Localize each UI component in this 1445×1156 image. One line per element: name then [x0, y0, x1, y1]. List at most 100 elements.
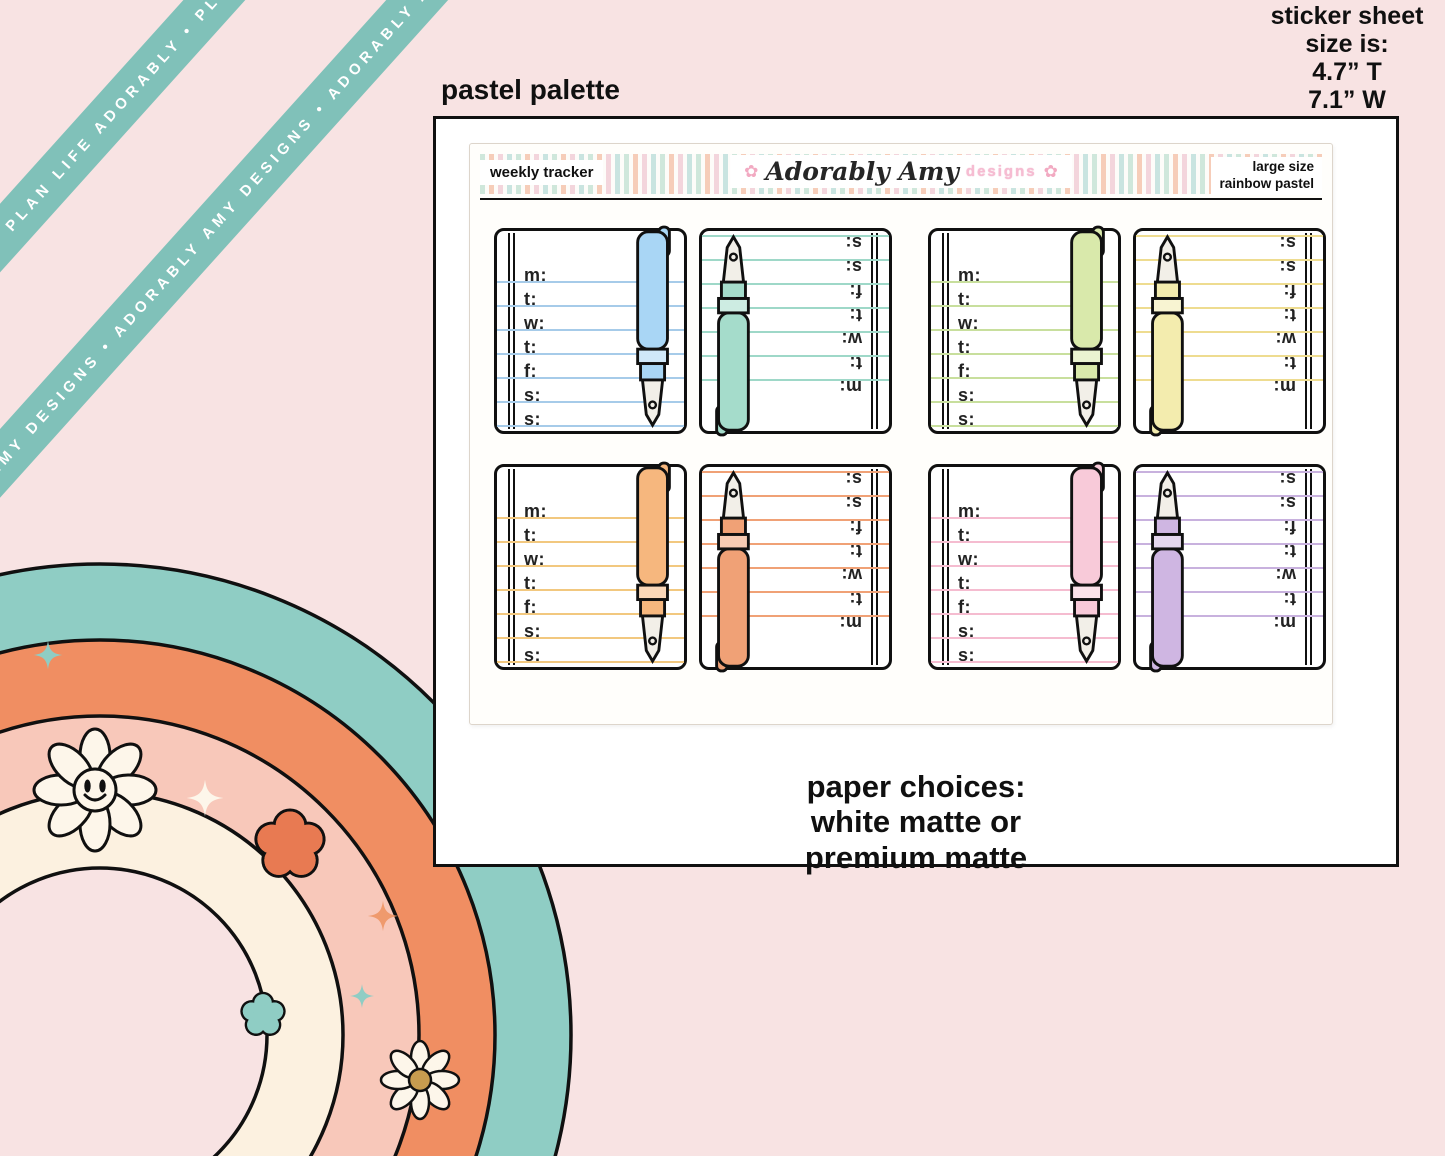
- flower-icon: ✿: [744, 161, 759, 181]
- size-note-line: 4.7” T: [1312, 58, 1382, 86]
- list-row: w:: [497, 307, 684, 333]
- ribbon-plan-life-adorably: PLAN LIFE ADORABLY • PLAN LIFE ADORABLY …: [0, 0, 372, 425]
- ribbon-adorably-amy-designs: ADORABLY AMY DESIGNS • ADORABLY AMY DESI…: [0, 0, 492, 517]
- list-row: m:: [931, 495, 1118, 521]
- flower-icon: ✿: [1043, 161, 1058, 181]
- notebook-sticker-yellow: m: t: w: t: f: s:: [1133, 228, 1326, 437]
- day-label: t:: [524, 572, 537, 593]
- day-label: w:: [524, 312, 545, 333]
- day-label: f:: [849, 517, 862, 538]
- list-row: f:: [497, 355, 684, 380]
- day-label: t:: [958, 572, 971, 593]
- day-label: f:: [958, 596, 971, 617]
- day-label: f:: [849, 281, 862, 302]
- list-row: t:: [931, 567, 1118, 593]
- size-note-line: 7.1” W: [1308, 86, 1386, 114]
- day-label: t:: [1283, 541, 1296, 562]
- day-label: w:: [841, 565, 862, 586]
- notebook-sticker-purple: m: t: w: t: f: s:: [1133, 464, 1326, 673]
- sheet-title: weekly tracker: [480, 160, 604, 185]
- day-label: t:: [958, 524, 971, 545]
- sticker-pair: m: t: w: t: f: s:: [928, 225, 1326, 437]
- notebook-sticker-mint: m: t: w: t: f: s:: [699, 228, 892, 437]
- fountain-pen-icon: [1149, 234, 1184, 437]
- notebook-sticker-pink: m: t: w: t: f: s:: [928, 461, 1121, 670]
- fountain-pen-icon: [715, 234, 750, 437]
- day-label: w:: [958, 548, 979, 569]
- smiley-daisy-flower-icon: [32, 727, 158, 853]
- day-label: t:: [849, 541, 862, 562]
- list-row: s:: [497, 639, 684, 664]
- day-label: t:: [524, 524, 537, 545]
- fountain-pen-icon: [1149, 470, 1184, 673]
- notebook-sticker-orange: m: t: w: t: f: s:: [699, 464, 892, 673]
- sticker-pair: m: t: w: t: f: s:: [494, 461, 892, 673]
- white-daisy-flower-icon: [379, 1039, 461, 1121]
- paper-choices-note: paper choices: white matte or premium ma…: [436, 769, 1396, 875]
- notebook-sticker-blue: m: t: w: t: f: s:: [494, 225, 687, 434]
- retro-rainbow-illustration: [0, 562, 573, 1156]
- day-label: w:: [524, 548, 545, 569]
- teal-flower-icon: [240, 991, 286, 1036]
- margin-line: [942, 469, 944, 665]
- list-row: m:: [497, 495, 684, 520]
- day-label: f:: [1283, 281, 1296, 302]
- margin-line: [947, 469, 949, 665]
- fountain-pen-icon: [1070, 461, 1105, 664]
- variant-line: rainbow pastel: [1219, 175, 1314, 191]
- list-row: t:: [497, 567, 684, 593]
- list-row: w:: [931, 307, 1118, 333]
- margin-line: [947, 233, 949, 429]
- day-label: s:: [524, 408, 542, 429]
- day-label: s:: [524, 384, 542, 405]
- day-label: s:: [844, 493, 862, 514]
- day-label: t:: [1283, 589, 1296, 610]
- sheet-header-stripes: weekly tracker ✿ Adorably Amy designs ✿ …: [480, 154, 1322, 195]
- size-note-line: size is:: [1305, 30, 1389, 58]
- fountain-pen-icon: [715, 470, 750, 673]
- list-row: w:: [931, 543, 1118, 569]
- list-row: f:: [497, 591, 684, 616]
- day-label: t:: [958, 288, 971, 309]
- day-label: t:: [849, 305, 862, 326]
- size-note-line: sticker sheet: [1270, 2, 1424, 30]
- paper-note-line: premium matte: [804, 839, 1028, 875]
- margin-line: [942, 233, 944, 429]
- day-label: w:: [1275, 565, 1296, 586]
- day-label: f:: [1283, 517, 1296, 538]
- list-row: s:: [931, 615, 1118, 641]
- sheet-variant-label: large size rainbow pastel: [1211, 157, 1322, 195]
- list-row: m:: [931, 259, 1118, 284]
- sparkle-icon: [33, 640, 63, 670]
- list-row: s:: [497, 379, 684, 405]
- day-label: s:: [958, 620, 976, 641]
- list-row: m:: [497, 259, 684, 285]
- day-label: t:: [1283, 353, 1296, 374]
- list-row: t:: [931, 331, 1118, 356]
- sparkle-icon: [350, 984, 374, 1008]
- day-label: m:: [839, 377, 862, 398]
- day-label: t:: [524, 288, 537, 309]
- day-label: m:: [524, 264, 547, 285]
- list-row: s:: [931, 639, 1118, 664]
- list-row: t:: [497, 331, 684, 357]
- sticker-pair: m: t: w: t: f: s:: [494, 225, 892, 437]
- day-rows: m: t: w: t: f: s:: [931, 259, 1118, 428]
- day-label: s:: [1278, 233, 1296, 254]
- day-label: s:: [844, 233, 862, 254]
- header-divider: [480, 198, 1322, 200]
- sparkle-icon: [186, 779, 224, 817]
- brand-logo: ✿ Adorably Amy designs ✿: [730, 155, 1072, 188]
- day-label: t:: [524, 336, 537, 357]
- day-label: t:: [849, 353, 862, 374]
- day-label: t:: [849, 589, 862, 610]
- fountain-pen-icon: [1070, 225, 1105, 428]
- sparkle-icon: [367, 900, 399, 932]
- day-label: w:: [958, 312, 979, 333]
- day-rows: m: t: w: t: f: s:: [497, 495, 684, 664]
- margin-line: [508, 233, 510, 429]
- day-label: m:: [958, 500, 981, 521]
- margin-line: [508, 469, 510, 665]
- list-row: s:: [931, 403, 1118, 428]
